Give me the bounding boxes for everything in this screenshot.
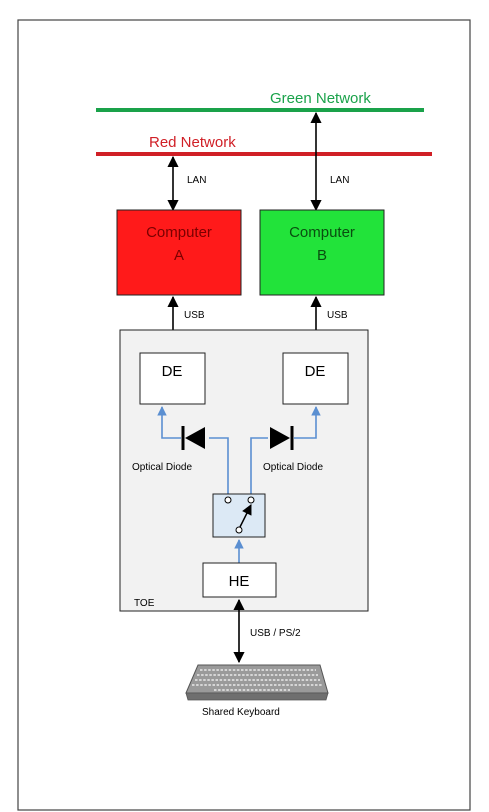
computer-b-line1: Computer (289, 224, 355, 241)
computer-a-line1: Computer (146, 224, 212, 241)
red-network-label: Red Network (149, 134, 236, 151)
he-label: HE (229, 573, 250, 590)
de-left-label: DE (162, 363, 183, 380)
usb-a-label: USB (184, 310, 205, 321)
computer-b-line2: B (317, 247, 327, 264)
signal-path-right-upper (294, 406, 321, 439)
keyboard-label: Shared Keyboard (202, 707, 280, 718)
keyboard-link-label: USB / PS/2 (250, 628, 301, 639)
he-box (202, 562, 277, 598)
computer-b-box (259, 209, 385, 296)
green-network-label: Green Network (270, 90, 371, 107)
optical-diode-left-label: Optical Diode (132, 462, 192, 473)
signal-path-left-lower (209, 437, 229, 494)
de-left-box (139, 352, 206, 405)
switch-lever-icon (239, 504, 252, 528)
optical-diode-right-label: Optical Diode (263, 462, 323, 473)
switch-terminal-left (224, 496, 232, 504)
toe-label: TOE (134, 598, 155, 609)
optical-diode-left-icon (185, 427, 205, 449)
signal-path-left-upper (157, 406, 181, 439)
computer-a-box (116, 209, 242, 296)
lan-a-label: LAN (187, 175, 206, 186)
de-right-box (282, 352, 349, 405)
switch-terminal-right (247, 496, 255, 504)
keyboard-icon (185, 664, 329, 701)
lan-b-label: LAN (330, 175, 349, 186)
signal-path-right-lower (250, 437, 268, 494)
de-right-label: DE (305, 363, 326, 380)
computer-a-line2: A (174, 247, 184, 264)
usb-b-label: USB (327, 310, 348, 321)
optical-diode-right-icon (270, 427, 290, 449)
switch-common-terminal (235, 526, 243, 534)
